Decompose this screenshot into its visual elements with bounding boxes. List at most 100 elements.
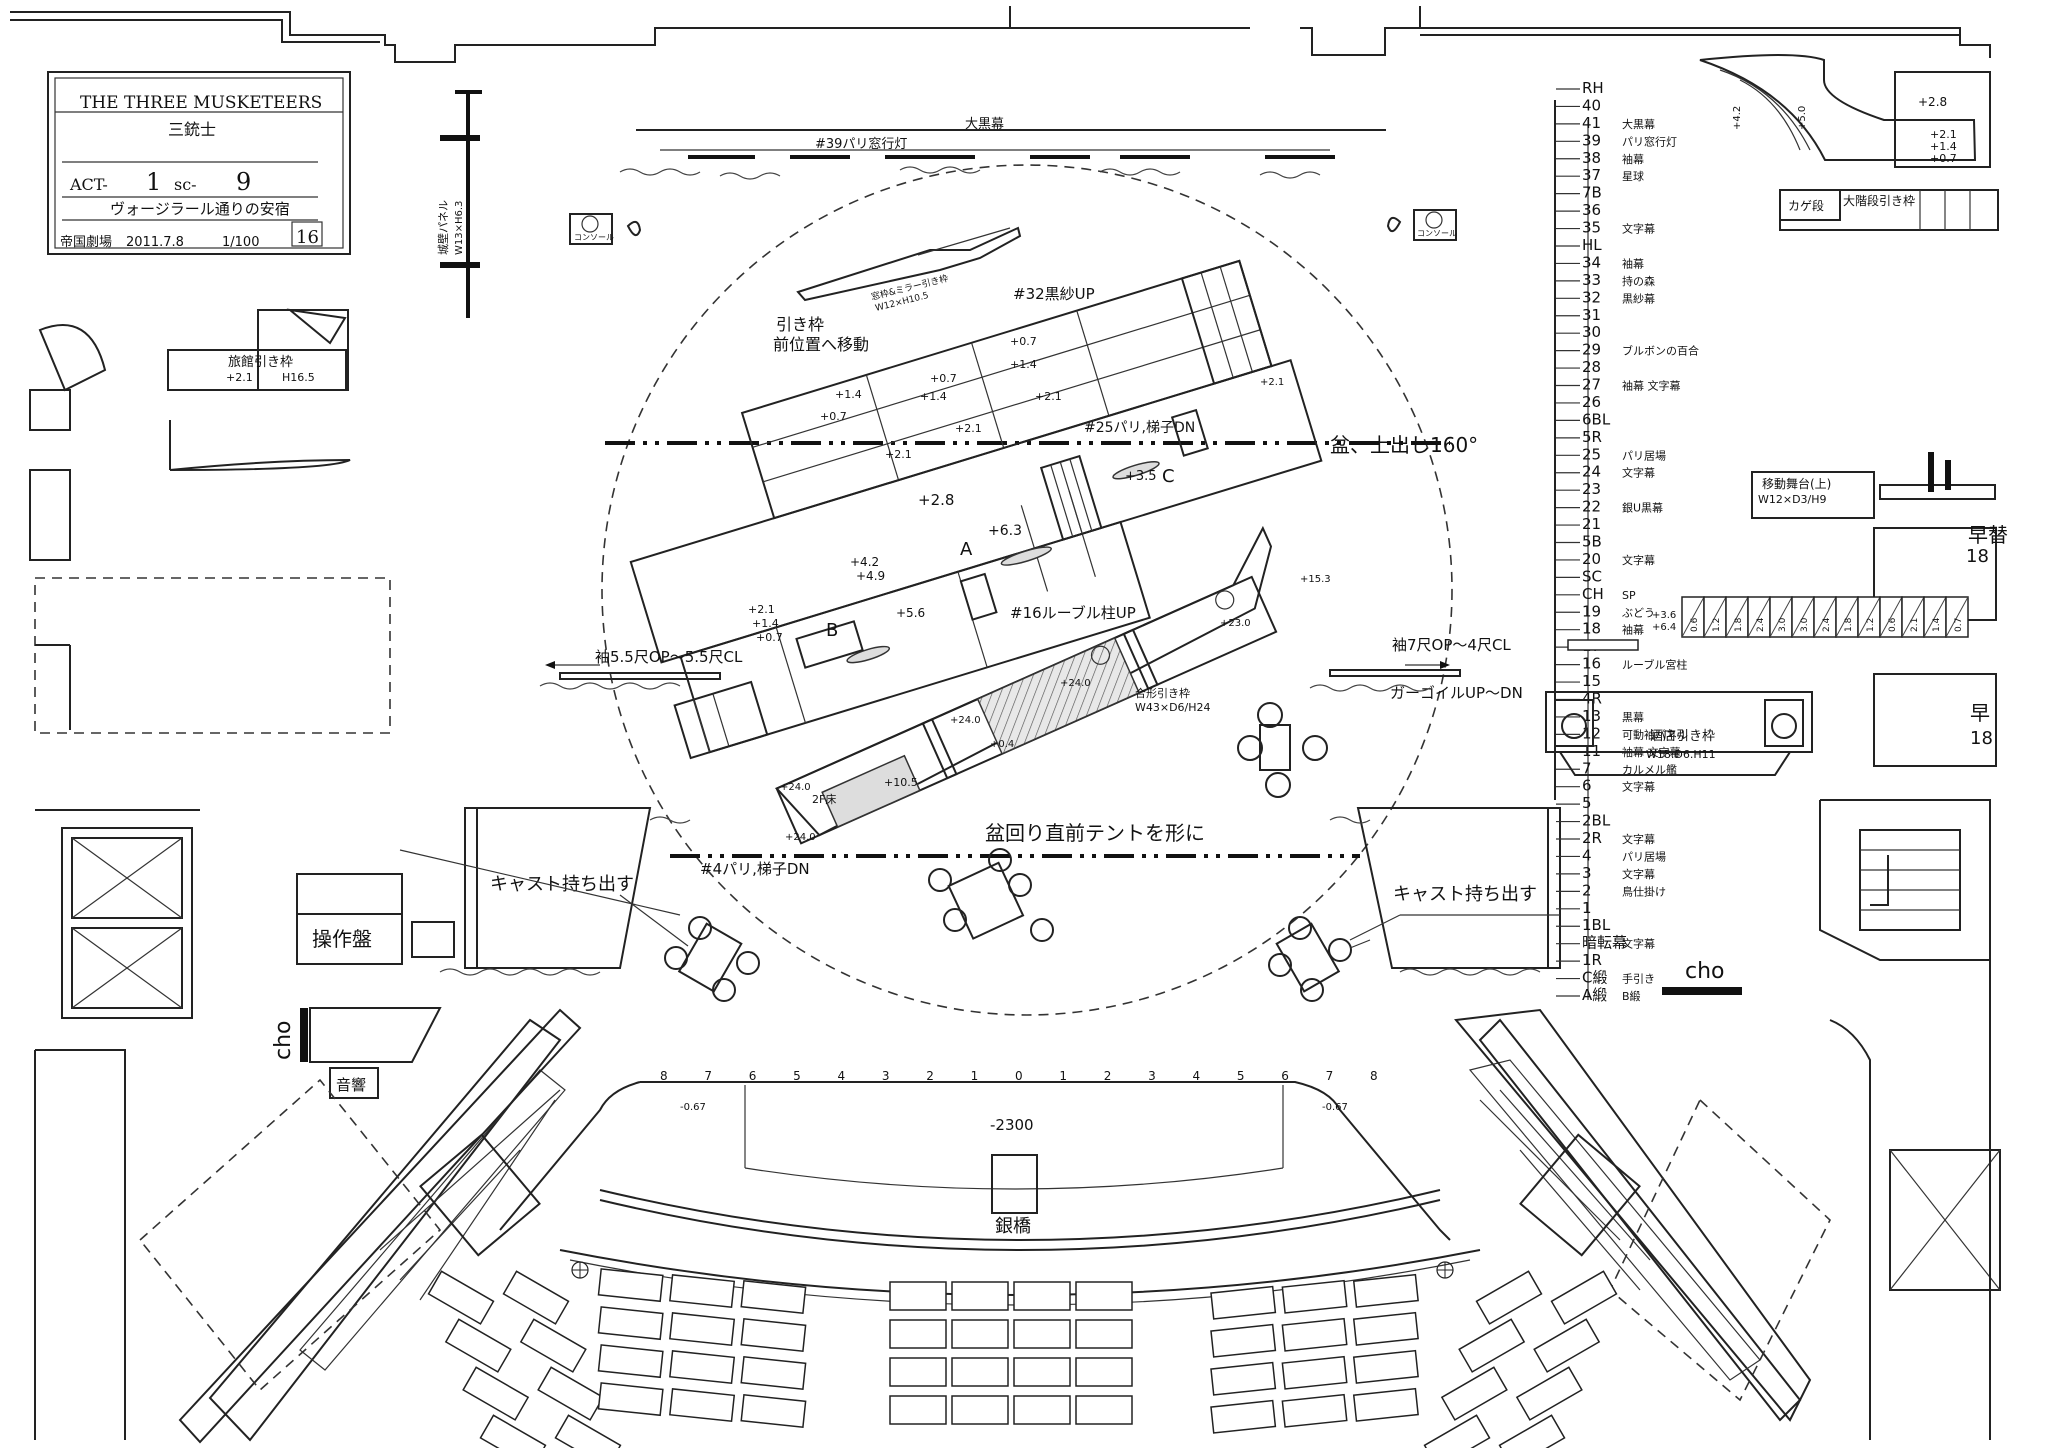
seat-block	[597, 1306, 664, 1341]
h-5: +2.1	[955, 422, 982, 435]
right-wagon: キャスト持ち出す	[1329, 807, 1561, 976]
rail-code: 1R	[1582, 951, 1602, 969]
castle-panel-size: W13×H6.3	[454, 201, 465, 255]
h-0: +0.7	[820, 410, 847, 423]
rail-code: 31	[1582, 306, 1601, 324]
rail-code: 5R	[1582, 428, 1602, 446]
furniture	[664, 702, 1352, 1002]
step-height: 3.0	[1800, 617, 1810, 632]
turntable-label: 盆、上出し160°	[1330, 433, 1478, 457]
act-label: ACT-	[69, 175, 108, 194]
early-change-1-num: 18	[1966, 546, 1989, 567]
unit-c: C	[1162, 466, 1175, 487]
rail-name: 袖幕	[1622, 152, 1644, 166]
frame-move-1: 引き枠	[776, 315, 824, 334]
rail-code: 20	[1582, 550, 1601, 568]
apron-number: 2	[1104, 1069, 1112, 1083]
act-value: 1	[146, 168, 161, 196]
rail-name: 大黒幕	[1622, 117, 1655, 131]
rail-code: SC	[1582, 567, 1602, 585]
rail-name: 文字幕	[1622, 937, 1655, 951]
seat-block	[1013, 1357, 1071, 1387]
h-20: +2.1	[748, 603, 775, 616]
cast-right-label: キャスト持ち出す	[1393, 884, 1537, 905]
rail-name: パリ居場	[1622, 850, 1666, 863]
seat-block	[1013, 1319, 1071, 1349]
rail-code: 30	[1582, 323, 1601, 341]
seat-block	[1075, 1281, 1133, 1311]
console-left-label: コンソール	[574, 233, 614, 242]
rail-code: 32	[1582, 288, 1601, 306]
rail-name: ブルボンの百合	[1622, 344, 1699, 358]
rail-code: 19	[1582, 602, 1601, 620]
seat-block	[1210, 1323, 1277, 1358]
black-gauze-label: #32黒紗UP	[1013, 285, 1095, 303]
seat-block	[462, 1366, 530, 1421]
rail-code: 11	[1582, 742, 1601, 760]
tent-note: 盆回り直前テントを形に	[985, 821, 1205, 845]
seat-block	[889, 1319, 947, 1349]
seat-block	[1458, 1318, 1526, 1373]
seat-block	[1352, 1273, 1419, 1308]
rail-code: 1	[1582, 899, 1592, 917]
rail-code: 5B	[1582, 533, 1602, 551]
h-31: +2.1	[226, 371, 253, 384]
date: 2011.7.8	[126, 235, 184, 250]
step-height: 0.7	[1954, 618, 1964, 632]
louvre-label: #16ルーブル柱UP	[1010, 604, 1136, 622]
rail-code: 4	[1582, 846, 1592, 864]
rail-name: 星球	[1622, 169, 1644, 183]
step-height: 0.6	[1888, 617, 1898, 632]
tavern-frame-label: 酒店引き枠	[1650, 729, 1715, 744]
seat-block	[1013, 1395, 1071, 1425]
seat-block	[1352, 1311, 1419, 1346]
seat-block	[669, 1388, 736, 1423]
rail-name: 黒紗幕	[1622, 291, 1655, 305]
h-8: +2.1	[1035, 390, 1062, 403]
title-en: THE THREE MUSKETEERS	[80, 93, 322, 113]
seat-block	[951, 1319, 1009, 1349]
rail-code: 5	[1582, 794, 1592, 812]
sound-label: 音響	[336, 1076, 366, 1094]
rail-code: 7B	[1582, 184, 1602, 202]
seat-block	[537, 1366, 605, 1421]
rail-name: B緞	[1622, 989, 1641, 1003]
kageden-label: カゲ段	[1788, 198, 1824, 213]
seat-block	[1281, 1279, 1348, 1314]
dashed-boxes	[138, 1078, 1831, 1402]
seat-block	[740, 1318, 807, 1353]
combined-frame-size: W43×D6/H24	[1135, 701, 1211, 714]
rail-name: ぶどう	[1622, 606, 1655, 619]
seat-block	[1475, 1270, 1543, 1325]
seat-block	[1075, 1319, 1133, 1349]
step-h-2: +6.4	[1652, 622, 1676, 633]
stair-h-2: +1.4	[1930, 140, 1957, 153]
rail-code: 34	[1582, 253, 1601, 271]
rail-code: 暗転幕	[1582, 934, 1627, 952]
seat-block	[1281, 1393, 1348, 1428]
rail-code: 12	[1582, 724, 1601, 742]
bridge-25-label: #25パリ,梯子DN	[1084, 420, 1195, 436]
h-4: +1.4	[920, 390, 947, 403]
h-3: +0.7	[930, 372, 957, 385]
left-loge	[178, 1008, 582, 1444]
rail-code: 22	[1582, 498, 1601, 516]
wing-right-label: 袖7尺OP～4尺CL	[1392, 636, 1511, 654]
cho-left: cho	[271, 1021, 296, 1061]
rail-code: CH	[1582, 585, 1604, 603]
rail-code: 28	[1582, 358, 1601, 376]
control-panel-label: 操作盤	[312, 927, 372, 951]
seat-block	[951, 1281, 1009, 1311]
grand-stair-unit: +4.2 +5.0 +2.8 +2.1 +1.4 +0.7 カゲ段 大階段引き枠	[1699, 54, 1999, 231]
seat-block	[1013, 1281, 1071, 1311]
early-change-2-num: 18	[1970, 728, 1993, 749]
rail-name: 袖幕 文字幕	[1622, 379, 1681, 393]
step-h-1: +3.6	[1652, 610, 1676, 621]
apron-number: 1	[1059, 1069, 1067, 1083]
seat-block	[1075, 1357, 1133, 1387]
apron-number: 5	[1237, 1069, 1245, 1083]
h-12: +3.5	[1125, 469, 1157, 484]
scene-label: sc-	[174, 175, 197, 194]
